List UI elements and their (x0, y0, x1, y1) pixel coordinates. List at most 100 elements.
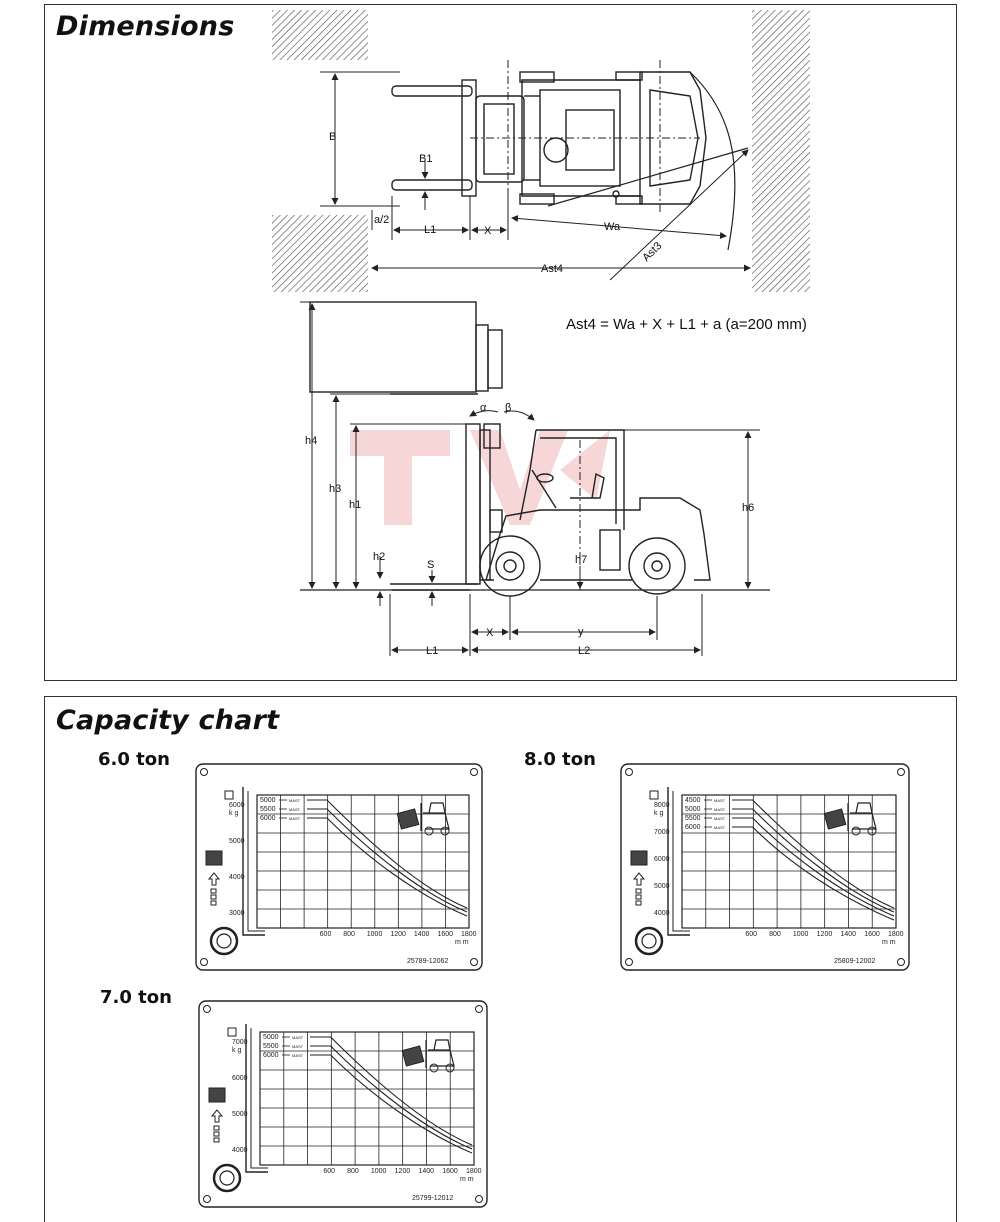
indicator-square (210, 888, 217, 894)
plate-serial: 25789-12062 (407, 958, 448, 965)
pictogram-load (823, 808, 847, 830)
capacity-curve (732, 808, 895, 913)
pictogram-forklift (847, 802, 877, 831)
label-y: y (578, 626, 584, 638)
y-tick-label: 6000 (232, 1075, 248, 1082)
mast-entry-value: 5000 (263, 1034, 279, 1041)
pictogram-forklift (425, 1039, 455, 1068)
x-tick-label: 1000 (367, 931, 383, 938)
pictogram-load (396, 808, 420, 830)
label-h1: h1 (349, 499, 361, 511)
x-tick-label: 600 (320, 931, 332, 938)
plate-screw-hole (200, 958, 208, 966)
indicator-square (635, 888, 642, 894)
mast-entry-value: 6000 (685, 824, 701, 831)
capacity-curve (310, 1045, 473, 1150)
mast-outline-inner (250, 1028, 268, 1169)
mast-entry-value: 5000 (685, 806, 701, 813)
plate-serial: 25799-12012 (412, 1195, 453, 1202)
capacity-curve (732, 817, 895, 917)
wheel-icon (209, 926, 239, 956)
mast-entry-suffix: MAST (292, 1035, 304, 1040)
plate-screw-hole (475, 1005, 483, 1013)
mast-outline-inner (672, 791, 690, 932)
x-tick-label: 1400 (418, 1168, 434, 1175)
x-tick-label: 1200 (817, 931, 833, 938)
watermark-logo (350, 430, 610, 525)
unit-kg-label: k g (654, 810, 663, 817)
mast-top-icon (649, 790, 659, 800)
mast-entry-suffix: MAST (289, 816, 301, 821)
x-tick-label: 1600 (864, 931, 880, 938)
y-tick-label: 4000 (654, 910, 670, 917)
pictogram-wheel (851, 826, 861, 836)
x-tick-label: 1600 (442, 1168, 458, 1175)
unit-mm-label: m m (882, 939, 896, 946)
side-view-dimensions (300, 301, 760, 656)
x-tick-label: 1000 (371, 1168, 387, 1175)
indicator-square (210, 894, 217, 900)
y-tick-label: 5000 (229, 838, 245, 845)
label-a2: a/2 (374, 214, 389, 226)
wall-bottom-left (272, 215, 368, 292)
wall-right (752, 10, 810, 292)
capacity-title: Capacity chart (56, 705, 280, 736)
y-tick-label: 8000 (654, 802, 670, 809)
y-tick-label: 4000 (232, 1147, 248, 1154)
capacity-curve (310, 1036, 473, 1146)
label-h4: h4 (305, 435, 317, 447)
unit-mm-label: m m (455, 939, 469, 946)
plate-screw-hole (203, 1005, 211, 1013)
label-h2: h2 (373, 551, 385, 563)
y-tick-label: 4000 (229, 874, 245, 881)
label-h7: h7 (575, 554, 587, 566)
capacity-curve (732, 826, 895, 921)
pictogram-wheel (445, 1063, 455, 1073)
y-tick-label: 5000 (654, 883, 670, 890)
mast-entry-value: 5500 (263, 1043, 279, 1050)
wall-top-left (272, 10, 368, 60)
label-Ast4: Ast4 (541, 263, 563, 275)
mast-entry-value: 5500 (685, 815, 701, 822)
grid-frame (256, 794, 470, 929)
x-tick-label: 800 (343, 931, 355, 938)
indicator-square (635, 900, 642, 906)
mast-top-icon (227, 1027, 237, 1037)
plate-screw-hole (470, 768, 478, 776)
mast-entry-suffix: MAST (714, 816, 726, 821)
plate-screw-hole (897, 768, 905, 776)
ton-label-6: 6.0 ton (98, 749, 170, 770)
x-tick-label: 1600 (437, 931, 453, 938)
plate-screw-hole (625, 958, 633, 966)
mast-top-icon (224, 790, 234, 800)
pictogram-load (401, 1045, 425, 1067)
label-beta: β (505, 402, 511, 414)
grid-frame (681, 794, 897, 929)
capacity-curve (307, 808, 468, 913)
unit-mm-label: m m (460, 1176, 474, 1183)
indicator-square (635, 894, 642, 900)
y-tick-label: 3000 (229, 910, 245, 917)
mast-entry-suffix: MAST (714, 825, 726, 830)
indicator-square (210, 900, 217, 906)
load-box-icon (630, 850, 648, 866)
x-tick-label: 800 (769, 931, 781, 938)
mast-entry-suffix: MAST (292, 1053, 304, 1058)
unit-kg-label: k g (232, 1047, 241, 1054)
grid-frame (259, 1031, 475, 1166)
y-tick-label: 6000 (654, 856, 670, 863)
label-X-top: X (484, 225, 492, 237)
top-view-centerlines (470, 60, 700, 215)
top-view-dimensions (320, 71, 751, 281)
mast-entry-suffix: MAST (714, 807, 726, 812)
y-tick-label: 7000 (654, 829, 670, 836)
label-L1-top: L1 (424, 224, 436, 236)
load-box-icon (208, 1087, 226, 1103)
mast-entry-value: 4500 (685, 797, 701, 804)
wheel-icon (212, 1163, 242, 1193)
mast-entry-value: 6000 (260, 815, 276, 822)
ton-label-8: 8.0 ton (524, 749, 596, 770)
